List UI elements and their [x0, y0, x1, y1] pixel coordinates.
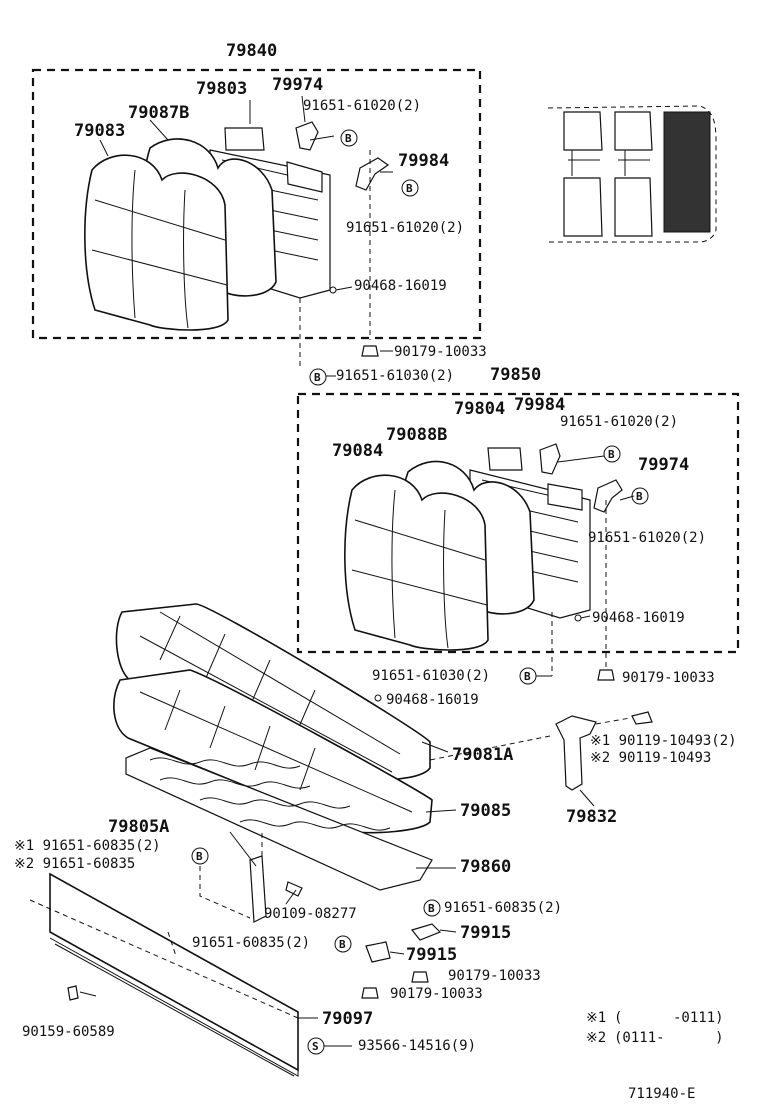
label-79915: 79915: [460, 923, 511, 943]
label-79850: 79850: [490, 365, 541, 385]
leader-lines: [99, 95, 595, 1047]
bolt-mark: B: [196, 850, 203, 863]
lower-seatback-assembly: B B B: [296, 392, 740, 685]
bolt-mark: B: [406, 182, 413, 195]
label-79087b: 79087B: [128, 103, 189, 123]
label-90179-10033: 90179-10033: [394, 344, 487, 360]
legend-range-1: ( -0111): [614, 1010, 724, 1026]
bolt-mark: B: [339, 938, 346, 951]
bolt-mark: B: [636, 490, 643, 503]
label-90468-16019: 90468-16019: [592, 610, 685, 626]
label-79860: 79860: [460, 857, 511, 877]
label-91651-61020: 91651-61020(2): [560, 414, 678, 430]
legend-mark-1: ※1: [586, 1010, 606, 1026]
label-79984: 79984: [398, 151, 449, 171]
label-79840: 79840: [226, 41, 277, 61]
label-79097: 79097: [322, 1009, 373, 1029]
bolt-mark: B: [428, 902, 435, 915]
legend-range-2: (0111- ): [614, 1030, 724, 1046]
label-90179-10033: 90179-10033: [448, 968, 541, 984]
label-79085: 79085: [460, 801, 511, 821]
legend-mark-2: ※2: [586, 1030, 606, 1046]
label-90119-10493-1: ※1 90119-10493(2): [590, 733, 737, 749]
label-90109-08277: 90109-08277: [264, 906, 357, 922]
label-79088b: 79088B: [386, 425, 447, 445]
label-91651-61020: 91651-61020(2): [588, 530, 706, 546]
label-91651-61020: 91651-61020(2): [346, 220, 464, 236]
upper-seatback-assembly: B B B: [31, 68, 482, 386]
seat-cushion-assembly: B B B S: [29, 603, 653, 1077]
screw-mark: S: [312, 1040, 319, 1053]
label-91651-61020: 91651-61020(2): [303, 98, 421, 114]
label-79974: 79974: [638, 455, 689, 475]
figure-code: 711940-E: [628, 1086, 695, 1102]
bolt-mark: B: [608, 448, 615, 461]
label-90179-10033: 90179-10033: [390, 986, 483, 1002]
part-number-labels: 79840 79803 79974 91651-61020(2) 79087B …: [14, 41, 737, 1054]
label-79084: 79084: [332, 441, 383, 461]
bolt-mark: B: [524, 670, 531, 683]
label-91651-60835-1: ※1 91651-60835(2): [14, 838, 161, 854]
label-79081a: 79081A: [452, 745, 513, 765]
label-79805a: 79805A: [108, 817, 169, 837]
label-79804: 79804: [454, 399, 505, 419]
label-79984: 79984: [514, 395, 565, 415]
label-91651-61030: 91651-61030(2): [336, 368, 454, 384]
label-79803: 79803: [196, 79, 247, 99]
bolt-mark: B: [314, 371, 321, 384]
label-79915: 79915: [406, 945, 457, 965]
legend: ※1 ( -0111) ※2 (0111- ): [586, 1010, 724, 1046]
label-90119-10493-2: ※2 90119-10493: [590, 750, 711, 766]
bolt-mark: B: [345, 132, 352, 145]
label-79083: 79083: [74, 121, 125, 141]
label-91651-60835: 91651-60835(2): [444, 900, 562, 916]
label-91651-60835-2: ※2 91651-60835: [14, 856, 135, 872]
label-79974: 79974: [272, 75, 323, 95]
label-90468-16019: 90468-16019: [386, 692, 479, 708]
label-90468-16019: 90468-16019: [354, 278, 447, 294]
label-90179-10033: 90179-10033: [622, 670, 715, 686]
label-79832: 79832: [566, 807, 617, 827]
label-93566-14516: 93566-14516(9): [358, 1038, 476, 1054]
label-91651-60835: 91651-60835(2): [192, 935, 310, 951]
label-91651-61030: 91651-61030(2): [372, 668, 490, 684]
vehicle-layout-inset: [547, 105, 717, 243]
label-90159-60589: 90159-60589: [22, 1024, 115, 1040]
